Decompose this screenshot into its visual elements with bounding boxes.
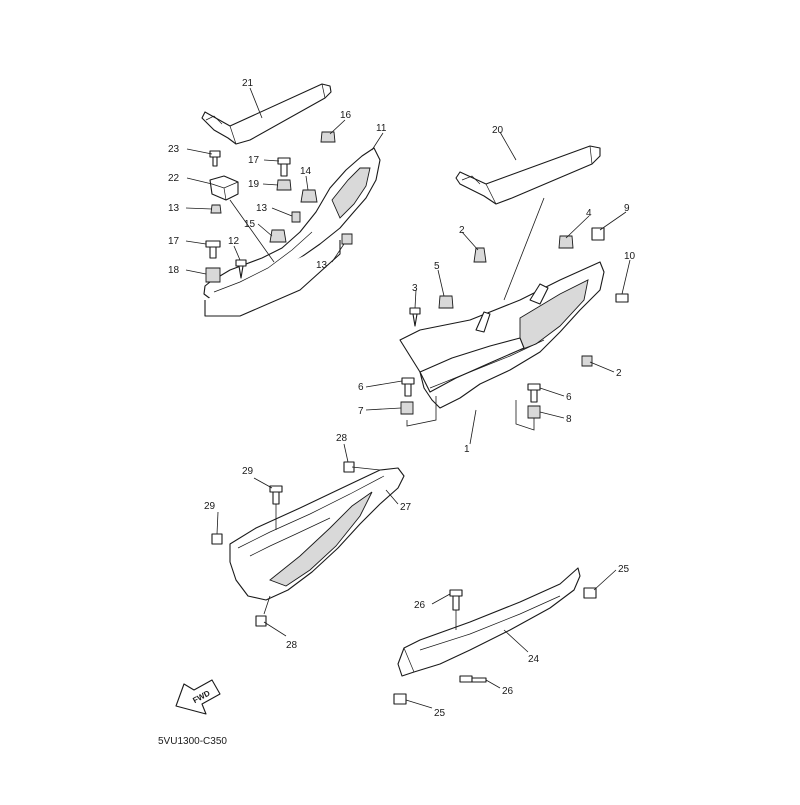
callout-25b: 25 [434,708,446,719]
part-13b-nut[interactable] [291,211,301,223]
callout-labels: 21 16 11 23 17 22 19 14 13 13 15 17 12 1… [168,78,636,719]
part-16-grommet[interactable] [320,131,336,143]
callout-29a: 29 [242,466,254,477]
part-18-collar[interactable] [205,267,221,283]
part-12-screw[interactable] [235,259,247,279]
part-27-side-cover[interactable] [229,467,405,601]
callout-6b: 6 [566,392,572,403]
callout-13c: 13 [316,260,328,271]
part-13c-nut[interactable] [341,233,353,245]
callout-3: 3 [412,283,418,294]
callout-4: 4 [586,208,592,219]
part-29a-bolt[interactable] [269,485,283,505]
part-25b-screw[interactable] [393,693,407,705]
callout-11: 11 [376,123,387,134]
callout-6a: 6 [358,382,364,393]
callout-17b: 17 [168,236,180,247]
callout-21: 21 [242,78,254,89]
callout-27: 27 [400,502,412,513]
part-21-cover[interactable] [201,83,332,145]
part-2a-clip[interactable] [473,247,487,263]
part-8-collar[interactable] [527,405,541,419]
callout-23: 23 [168,144,180,155]
callout-26b: 26 [502,686,514,697]
part-28a-screw[interactable] [343,461,355,473]
callout-1: 1 [464,444,470,455]
callout-14: 14 [300,166,312,177]
callout-13b: 13 [256,203,268,214]
part-3-screw[interactable] [409,307,421,327]
part-6b-bolt[interactable] [527,383,541,403]
part-11-side-bracket[interactable] [203,147,381,317]
callout-9: 9 [624,203,630,214]
part-22-clip[interactable] [209,175,239,201]
part-23-bolt[interactable] [209,150,221,167]
part-10-screw[interactable] [615,293,629,303]
part-26a-bolt[interactable] [449,589,463,611]
callout-28b: 28 [286,640,298,651]
callout-17a: 17 [248,155,260,166]
callout-15: 15 [244,219,256,230]
part-17b-bolt[interactable] [205,240,221,259]
callout-24: 24 [528,654,540,665]
part-19-grommet[interactable] [276,179,292,191]
part-26b-bolt[interactable] [459,675,487,683]
part-5-grommet[interactable] [438,295,454,309]
part-15-grommet[interactable] [269,229,287,243]
callout-18: 18 [168,265,180,276]
callout-7: 7 [358,406,364,417]
callout-29b: 29 [204,501,216,512]
callout-22: 22 [168,173,180,184]
callout-13a: 13 [168,203,180,214]
callout-20: 20 [492,125,504,136]
part-14-grommet[interactable] [300,189,318,203]
part-2b-clip[interactable] [581,355,593,367]
callout-25a: 25 [618,564,630,575]
part-24-lower-cover[interactable] [397,567,581,677]
part-28b-screw[interactable] [255,615,267,627]
callout-16: 16 [340,110,352,121]
part-25a-screw[interactable] [583,587,597,599]
callout-2b: 2 [616,368,622,379]
callout-8: 8 [566,414,572,425]
part-13a-nut[interactable] [210,204,222,214]
callout-28a: 28 [336,433,348,444]
callout-12: 12 [228,236,240,247]
callout-26a: 26 [414,600,426,611]
fwd-arrow-icon: FWD [175,679,221,715]
callout-5: 5 [434,261,440,272]
part-9-clip[interactable] [591,227,605,241]
callout-10: 10 [624,251,636,262]
callout-19: 19 [248,179,260,190]
part-6a-bolt[interactable] [401,377,415,397]
part-20-cover[interactable] [455,145,601,205]
part-1-floor-panel[interactable] [399,261,605,409]
part-29b-screw[interactable] [211,533,223,545]
drawing-code: 5VU1300-C350 [158,736,227,747]
callout-2a: 2 [459,225,465,236]
part-17a-bolt[interactable] [277,157,291,177]
part-7-collar[interactable] [400,401,414,415]
leader-lines [185,87,631,709]
